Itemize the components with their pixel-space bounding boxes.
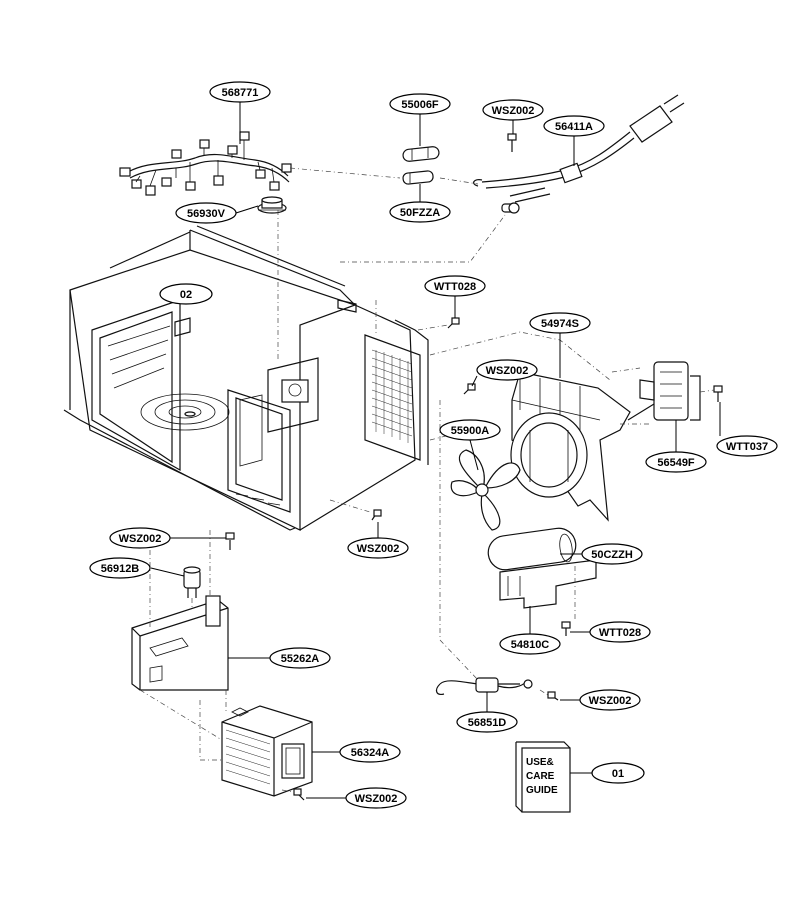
callout-label: WSZ002 [589,695,632,707]
assembly-lines [139,167,715,793]
callout-01: 01 [591,762,645,784]
guide-line-2: CARE [526,771,555,782]
callout-568771: 568771 [209,81,271,103]
fan-chassis [510,371,631,522]
callout-label: 55262A [281,653,320,665]
callout-56549F: 56549F [645,451,707,473]
callout-WTT037: WTT037 [716,435,778,457]
leader-lines [150,102,721,799]
callout-54974S: 54974S [529,312,591,334]
callout-55006F: 55006F [389,93,451,115]
screw-icon [507,133,517,152]
callout-label: 56930V [187,208,226,220]
callout-55900A: 55900A [439,419,501,441]
thermal-fuse [183,566,201,598]
screw-icon [547,691,559,701]
callout-label: 56411A [555,121,593,133]
callout-label: 56549F [657,457,695,469]
callout-label: WTT037 [726,441,768,453]
callout-50FZZA: 50FZZA [389,201,451,223]
callout-56912B: 56912B [89,557,151,579]
callout-label: 50CZZH [591,549,633,561]
callout-WSZ002-top: WSZ002 [482,99,544,121]
screw-icon [561,621,571,636]
callout-56324A: 56324A [339,741,401,763]
screw-icon [293,788,305,801]
oven-cavity [63,225,429,531]
callout-label: 55900A [451,425,490,437]
callout-WSZ002-mid: WSZ002 [476,359,538,381]
fuse-parts [402,146,440,185]
callout-label: 01 [612,768,624,780]
callout-02: 02 [159,283,213,305]
callout-label: 568771 [222,87,259,99]
magnetron [221,705,313,797]
callout-56930V: 56930V [175,202,237,224]
fan-motor [627,361,701,421]
callout-WTT028-bottom: WTT028 [589,621,651,643]
noise-filter [435,677,533,695]
callout-label: 56851D [468,717,507,729]
callout-label: WTT028 [434,281,476,293]
callout-label: WTT028 [599,627,641,639]
callout-label: 54810C [511,639,550,651]
thermostat-part [257,196,287,214]
callout-label: WSZ002 [119,533,162,545]
screw-icon [463,383,476,395]
callout-label: 50FZZA [400,207,440,219]
capacitor-bracket [499,559,597,609]
callout-56851D: 56851D [456,711,518,733]
callout-54810C: 54810C [499,633,561,655]
callout-label: 02 [180,289,192,301]
callout-WSZ002-cavity: WSZ002 [347,537,409,559]
callout-WSZ002-bottom: WSZ002 [345,787,407,809]
callout-label: WSZ002 [357,543,400,555]
use-care-guide-book: USE& CARE GUIDE [515,741,571,813]
screw-icon [713,385,723,402]
callout-label: 56912B [101,563,140,575]
callout-label: WSZ002 [355,793,398,805]
vent-mesh [371,349,413,443]
screw-icon [371,509,382,521]
fan-blade [450,449,521,531]
callout-56411A: 56411A [543,115,605,137]
callout-WSZ002-right: WSZ002 [579,689,641,711]
callout-50CZZH: 50CZZH [581,543,643,565]
screw-icon [447,317,460,329]
wire-harness [119,131,292,196]
callout-label: WSZ002 [486,365,529,377]
callout-label: 56324A [351,747,390,759]
guide-line-3: GUIDE [526,785,558,796]
callout-55262A: 55262A [269,647,331,669]
callout-label: 55006F [401,99,439,111]
power-cord [473,94,685,214]
waveguide-duct [131,595,229,691]
guide-line-1: USE& [526,757,554,768]
callout-label: WSZ002 [492,105,535,117]
capacitor [487,527,577,571]
callout-WSZ002-left: WSZ002 [109,527,171,549]
screw-icon [225,532,235,550]
callout-WTT028-top: WTT028 [424,275,486,297]
callout-label: 54974S [541,318,579,330]
